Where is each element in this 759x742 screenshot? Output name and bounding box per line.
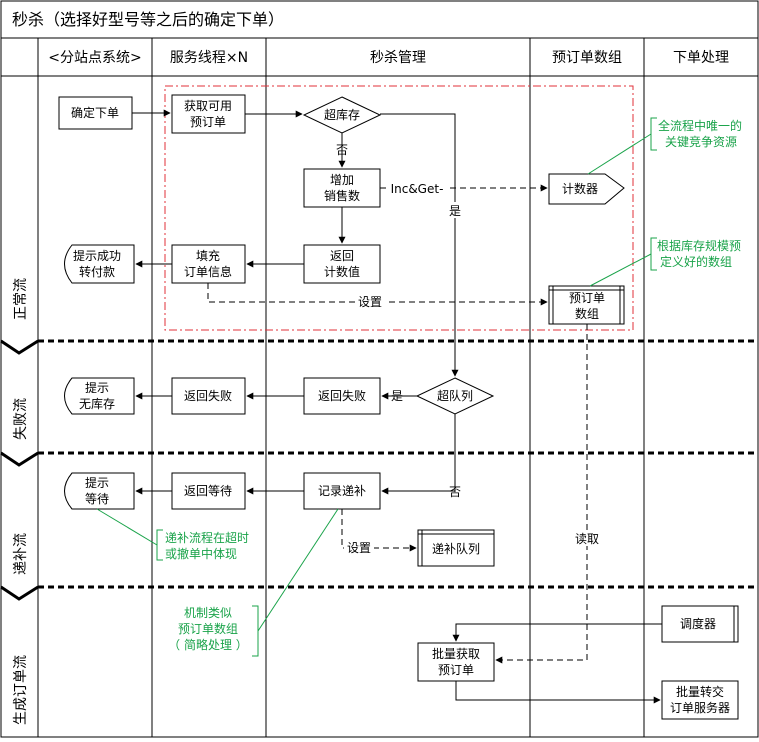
node-get-preorder bbox=[171, 94, 246, 134]
node-tip-no-stock-label-1: 提示 bbox=[85, 380, 109, 395]
annotation-mechanism-1: 机制类似 bbox=[184, 606, 232, 620]
node-counter-label: 计数器 bbox=[562, 181, 598, 196]
edge-dashed bbox=[495, 324, 588, 664]
node-return-fail-2-label: 返回失败 bbox=[318, 388, 366, 403]
node-batch-convert bbox=[661, 680, 739, 720]
node-batch-get bbox=[417, 642, 495, 682]
node-tip-success-label-1: 提示成功 bbox=[73, 248, 121, 263]
node-backfill-queue bbox=[417, 529, 495, 567]
edge-label-bg bbox=[355, 294, 385, 310]
edge-label-bg bbox=[444, 202, 466, 218]
node-return-fail-1 bbox=[171, 377, 246, 415]
annotation-backfill-note-2: 或撤单中体现 bbox=[165, 546, 237, 561]
edge-label-set-1: 设置 bbox=[358, 295, 382, 309]
annotation-mechanism-2: 预订单数组 bbox=[178, 621, 238, 636]
node-preorder-array-label-2: 数组 bbox=[575, 306, 599, 321]
critical-region bbox=[164, 85, 634, 331]
edge-label-read: 读取 bbox=[575, 532, 599, 546]
column-header-site: <分站点系统> bbox=[48, 50, 141, 66]
node-tip-wait bbox=[64, 472, 135, 510]
edge-dashed bbox=[207, 283, 548, 306]
edge bbox=[380, 113, 459, 377]
node-return-wait-label: 返回等待 bbox=[184, 484, 232, 498]
annotation-predefined-2: 定义好的数组 bbox=[660, 254, 732, 269]
node-fill-order-label-1: 填充 bbox=[196, 248, 220, 263]
node-tip-wait-label-2: 等待 bbox=[85, 492, 109, 506]
edge bbox=[381, 414, 456, 495]
edge-label-inc-get: Inc&Get- bbox=[391, 182, 444, 196]
column-header-seckill: 秒杀管理 bbox=[370, 50, 426, 66]
node-preorder-array-label-1: 预订单 bbox=[569, 291, 605, 305]
node-scheduler bbox=[661, 605, 739, 643]
node-fill-order-label-2: 订单信息 bbox=[184, 264, 232, 279]
node-inc-sales-label-2: 销售数 bbox=[324, 188, 360, 203]
node-tip-wait-label-1: 提示 bbox=[85, 475, 109, 490]
edge-label-set-2: 设置 bbox=[347, 541, 371, 555]
node-batch-get-label-1: 批量获取 bbox=[432, 646, 480, 661]
edge-label-no-1: 否 bbox=[336, 143, 348, 157]
lane-label-generate: 生成订单流 bbox=[13, 655, 29, 725]
column-header-preorder: 预订单数组 bbox=[552, 50, 622, 66]
edge-label-no-2: 否 bbox=[449, 485, 461, 499]
node-batch-convert-label-1: 批量转交 bbox=[676, 684, 724, 699]
node-return-fail-1-label: 返回失败 bbox=[184, 388, 232, 403]
decision-over-queue-label: 超队列 bbox=[437, 388, 473, 403]
annotation-leader bbox=[589, 253, 652, 287]
diagram-title: 秒杀（选择好型号等之后的确定下单） bbox=[12, 10, 284, 29]
annotation-leader bbox=[587, 133, 652, 175]
node-counter bbox=[548, 173, 625, 205]
annotation-leader bbox=[96, 508, 158, 546]
node-scheduler-label: 调度器 bbox=[680, 616, 716, 631]
edge bbox=[455, 681, 661, 704]
edge-dashed bbox=[341, 509, 417, 552]
node-inc-sales-label-1: 增加 bbox=[330, 173, 354, 187]
decision-over-stock-label: 超库存 bbox=[324, 107, 360, 122]
column-header-service: 服务线程×N bbox=[170, 50, 248, 66]
annotation-leader bbox=[257, 508, 339, 632]
node-record-backfill bbox=[303, 472, 381, 510]
edge bbox=[452, 623, 662, 642]
edge-label-yes-2: 是 bbox=[391, 389, 403, 403]
annotation-backfill-note-1: 递补流程在超时 bbox=[165, 530, 249, 545]
edge-label-bg bbox=[386, 180, 450, 196]
node-get-preorder-label-2: 预订单 bbox=[190, 115, 226, 129]
node-batch-get-label-2: 预订单 bbox=[438, 663, 474, 677]
node-tip-success-label-2: 转付款 bbox=[79, 264, 115, 279]
node-tip-no-stock-label-2: 无库存 bbox=[79, 396, 115, 411]
annotation-predefined-1: 根据库存规模预 bbox=[657, 238, 741, 253]
node-preorder-array bbox=[548, 285, 625, 325]
annotation-key-resource-2: 关键竞争资源 bbox=[665, 135, 737, 149]
lane-chevron bbox=[0, 451, 39, 467]
edge-label-bg bbox=[572, 530, 602, 546]
node-tip-success bbox=[64, 244, 135, 284]
edge-label-bg bbox=[344, 540, 374, 556]
node-return-wait bbox=[171, 472, 246, 510]
edge-label-yes-1: 是 bbox=[449, 204, 461, 218]
column-header-order: 下单处理 bbox=[673, 50, 729, 66]
node-backfill-queue-label: 递补队列 bbox=[432, 541, 480, 556]
annotation-mechanism-3: （ 简略处理 ） bbox=[168, 637, 248, 652]
node-return-count-label-1: 返回 bbox=[330, 249, 354, 263]
node-confirm-order-label: 确定下单 bbox=[71, 105, 119, 120]
node-return-fail-2 bbox=[303, 377, 381, 415]
lane-label-fail: 失败流 bbox=[13, 398, 29, 440]
node-batch-convert-label-2: 订单服务器 bbox=[670, 700, 730, 715]
lane-chevron bbox=[0, 339, 39, 355]
node-return-count-label-2: 计数值 bbox=[324, 264, 360, 279]
lane-label-backfill: 递补流 bbox=[13, 533, 29, 575]
lane-label-normal: 正常流 bbox=[13, 278, 29, 320]
node-tip-no-stock bbox=[64, 377, 135, 415]
annotation-key-resource-1: 全流程中唯一的 bbox=[658, 118, 742, 133]
node-record-backfill-label: 记录递补 bbox=[318, 484, 366, 498]
node-get-preorder-label-1: 获取可用 bbox=[184, 99, 232, 113]
node-return-count bbox=[303, 244, 381, 284]
lane-chevron bbox=[0, 585, 39, 601]
